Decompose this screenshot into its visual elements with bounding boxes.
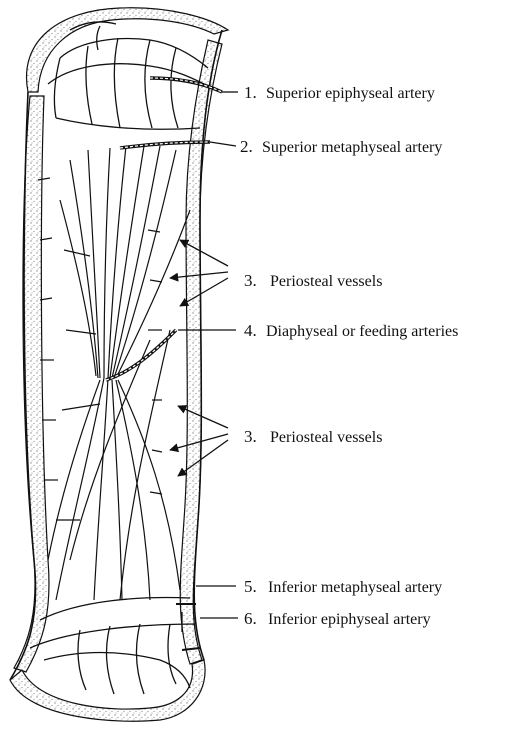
- label-1-number: 1.: [244, 83, 257, 102]
- feeder-4: [106, 330, 176, 380]
- label-6-number: 6.: [244, 609, 257, 628]
- label-4-number: 4.: [244, 321, 257, 340]
- label-2-number: 2.: [240, 137, 253, 156]
- superior-epiphysis-cap: [27, 8, 228, 92]
- label-5-text: Inferior metaphyseal artery: [268, 579, 442, 596]
- label-2-text: Superior metaphyseal artery: [262, 139, 442, 156]
- label-3a-text: Periosteal vessels: [270, 273, 382, 290]
- superior-epiphyseal-network: [48, 22, 212, 129]
- label-3b-number: 3.: [244, 427, 257, 446]
- label-6-text: Inferior epiphyseal artery: [268, 611, 431, 628]
- labels: 1. Superior epiphyseal artery 2. Superio…: [240, 83, 458, 628]
- label-3a-number: 3.: [244, 271, 257, 290]
- label-1-text: Superior epiphyseal artery: [266, 85, 435, 102]
- leader-lines: [170, 92, 238, 618]
- label-5-number: 5.: [244, 577, 257, 596]
- inferior-vessel-network: [30, 598, 196, 694]
- label-4-text: Diaphyseal or feeding arteries: [266, 323, 458, 340]
- left-cortex: [14, 96, 49, 672]
- label-3b-text: Periosteal vessels: [270, 429, 382, 446]
- diaphyseal-vessel-network: [38, 146, 190, 600]
- arrow-lower-1: [178, 406, 228, 428]
